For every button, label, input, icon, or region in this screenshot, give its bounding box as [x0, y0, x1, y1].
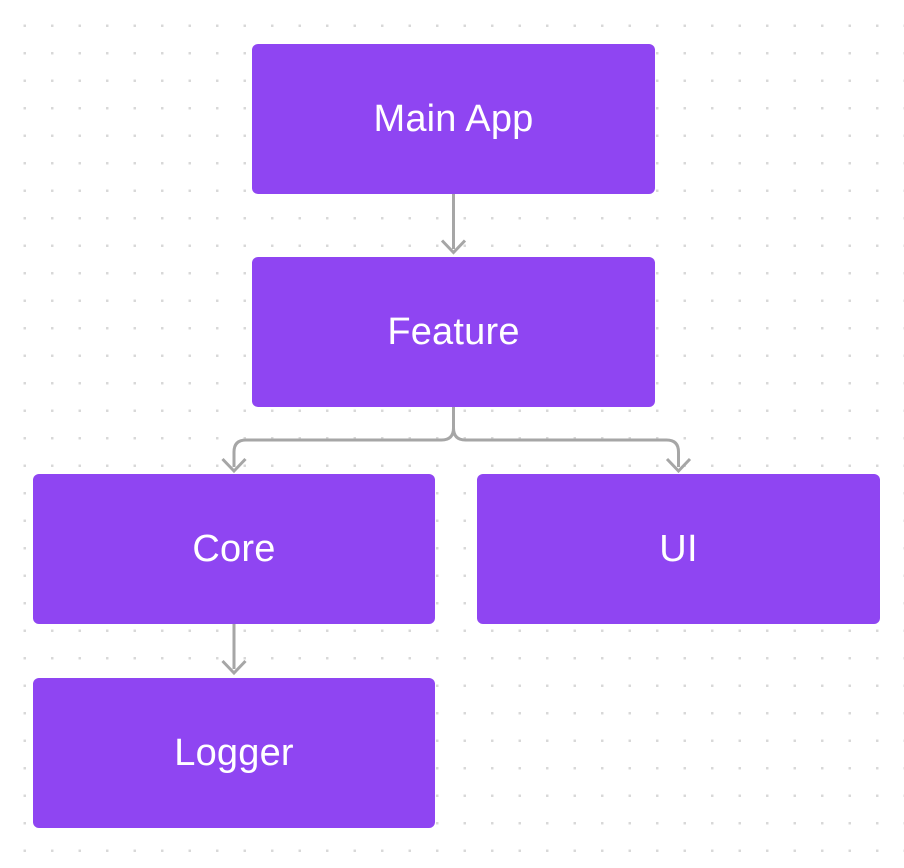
node-core-label: Core: [192, 527, 276, 570]
edge-feature-core: [221, 407, 455, 474]
node-main-app-label: Main App: [373, 97, 534, 140]
node-ui-label: UI: [659, 527, 698, 570]
edge-feature-ui: [452, 407, 692, 474]
node-feature[interactable]: Feature: [252, 257, 655, 407]
arrowhead-down-icon: [221, 457, 247, 474]
node-logger-label: Logger: [174, 731, 294, 774]
edge-core-logger: [221, 624, 247, 676]
arrowhead-down-icon: [665, 457, 692, 474]
arrowhead-down-icon: [440, 239, 467, 255]
node-feature-label: Feature: [387, 310, 520, 353]
node-core[interactable]: Core: [33, 474, 435, 624]
edge-main-app-feature: [440, 194, 467, 255]
node-main-app[interactable]: Main App: [252, 44, 655, 194]
arrowhead-down-icon: [221, 659, 247, 676]
node-logger[interactable]: Logger: [33, 678, 435, 828]
node-ui[interactable]: UI: [477, 474, 880, 624]
